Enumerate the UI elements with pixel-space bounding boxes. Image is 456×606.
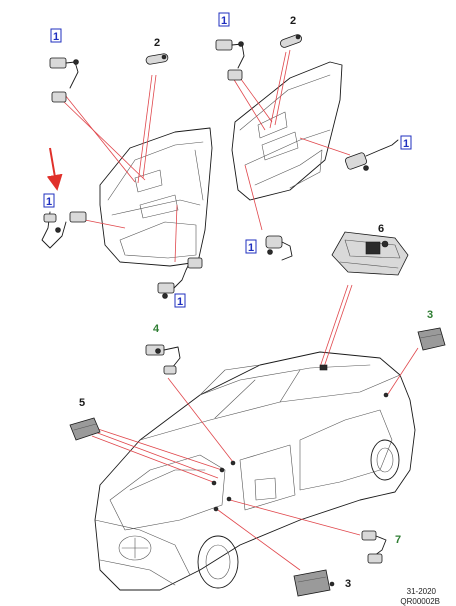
svg-text:1: 1 [53,31,59,43]
callout-5: 5 [79,397,85,409]
svg-text:6: 6 [378,223,384,235]
callout-6: 6 [378,223,384,235]
sensor-part-2-left [145,53,169,65]
harness-part-top-left [49,57,79,103]
red-arrow-icon [46,147,63,191]
module-part-5 [69,417,101,441]
svg-text:7: 7 [395,534,401,546]
figure-footer: 31-2020 QR00002B [400,587,440,606]
figure-code: 31-2020 [407,587,437,596]
roof-console-module [331,231,409,276]
harness-part-lower-door [157,257,203,299]
front-door-panel [99,127,213,267]
svg-text:1: 1 [248,242,254,254]
svg-text:4: 4 [153,323,160,335]
svg-text:5: 5 [79,397,85,409]
callout-1-f: 1 [400,135,412,150]
harness-part-left-arrow [41,211,87,249]
harness-part-rear-lower [265,235,293,261]
harness-part-right [344,139,399,171]
callout-4: 4 [153,323,160,335]
module-part-3-bottom [293,569,335,597]
callout-2-b: 2 [290,15,296,27]
svg-text:3: 3 [427,309,433,321]
svg-text:2: 2 [290,15,296,27]
callouts: 1 2 1 2 1 1 1 6 3 4 [43,12,433,590]
svg-text:1: 1 [221,15,227,27]
callout-7: 7 [395,534,401,546]
callout-3-b: 3 [345,578,351,590]
callout-2-a: 2 [154,37,160,49]
leader-lines [61,49,419,571]
component-parts [41,34,446,597]
sensor-part-7 [361,530,387,564]
svg-text:1: 1 [177,296,183,308]
svg-text:1: 1 [46,196,52,208]
callout-1-a: 1 [50,28,62,43]
figure-reference: QR00002B [400,597,440,606]
callout-1-e: 1 [245,239,257,254]
svg-text:1: 1 [403,138,409,150]
harness-part-top-right [215,39,245,81]
callout-1-d: 1 [174,293,186,308]
connector-points [211,364,389,512]
sensor-part-4 [145,344,181,375]
callout-1-c: 1 [43,193,55,208]
svg-text:2: 2 [154,37,160,49]
svg-text:3: 3 [345,578,351,590]
module-part-3-right [417,327,446,351]
vehicle-body [94,351,416,591]
callout-3-a: 3 [427,309,433,321]
callout-1-b: 1 [218,12,230,27]
rear-door-panel [231,61,343,201]
sensor-part-2-right [280,34,302,48]
